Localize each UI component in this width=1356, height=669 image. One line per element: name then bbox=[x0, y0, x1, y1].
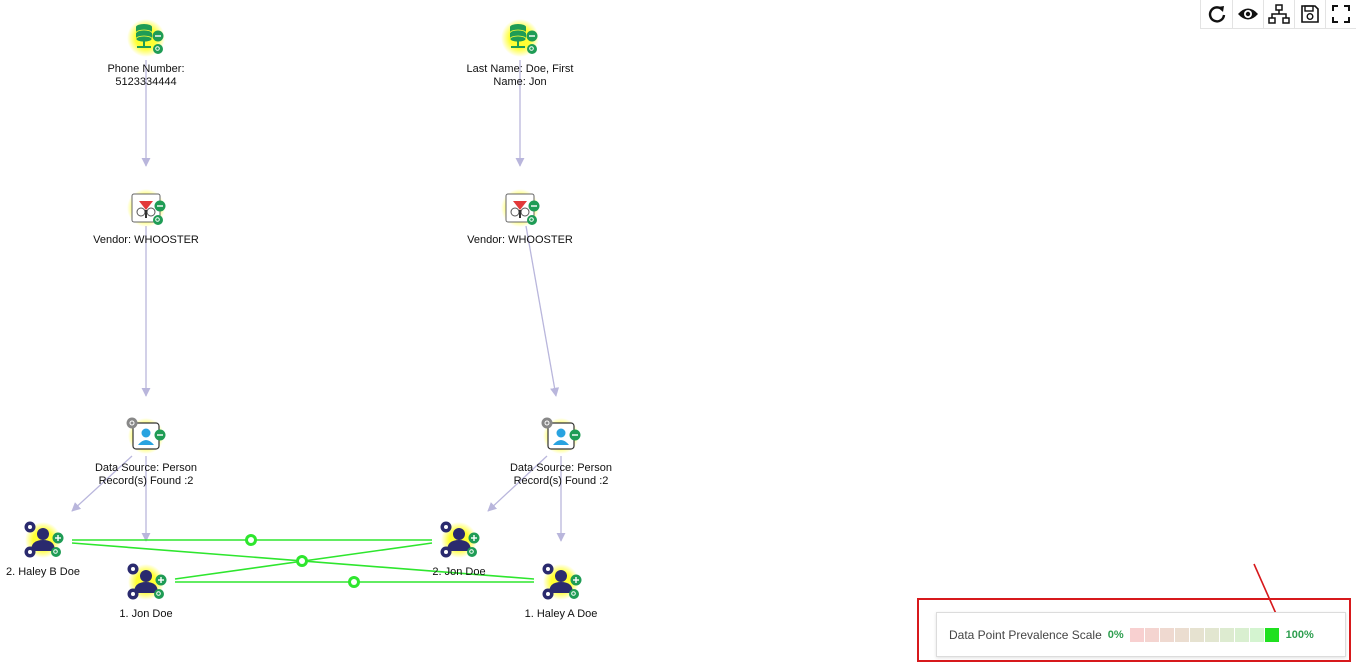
match-star-icon[interactable] bbox=[348, 576, 360, 588]
node-label-phone: Phone Number: 5123334444 bbox=[107, 63, 185, 88]
star-badge-icon[interactable] bbox=[24, 521, 36, 533]
collapse-badge-icon[interactable] bbox=[154, 200, 166, 212]
scale-cell bbox=[1174, 627, 1189, 642]
legend-min-label: 0% bbox=[1107, 628, 1124, 641]
search-badge-icon[interactable] bbox=[569, 589, 579, 599]
database-icon bbox=[135, 24, 153, 48]
collapse-badge-icon[interactable] bbox=[528, 200, 540, 212]
collapse-badge-icon[interactable] bbox=[569, 429, 581, 441]
scale-cell bbox=[1159, 627, 1174, 642]
scale-cell bbox=[1204, 627, 1219, 642]
node-person-haley-a[interactable] bbox=[542, 563, 582, 601]
expand-badge-icon[interactable] bbox=[468, 532, 480, 544]
scale-cell bbox=[1234, 627, 1249, 642]
refresh-button[interactable] bbox=[1201, 0, 1232, 28]
collapse-badge-icon[interactable] bbox=[526, 30, 538, 42]
hierarchy-icon bbox=[1268, 4, 1290, 24]
edge-datasource-jon-right bbox=[487, 455, 548, 512]
node-label-datasource-right: Data Source: Person Record(s) Found :2 bbox=[509, 462, 613, 487]
node-label-jon-left: 1. Jon Doe bbox=[119, 608, 173, 620]
expand-badge-icon[interactable] bbox=[155, 574, 167, 586]
edge-vendor-datasource-right bbox=[525, 225, 560, 397]
scale-cell bbox=[1189, 627, 1204, 642]
search-badge-icon[interactable] bbox=[154, 589, 164, 599]
search-badge-icon[interactable] bbox=[51, 547, 61, 557]
refresh-icon bbox=[1208, 6, 1225, 23]
node-datasource-left[interactable] bbox=[126, 417, 166, 455]
legend-title: Data Point Prevalence Scale bbox=[949, 627, 1102, 642]
save-icon bbox=[1301, 5, 1319, 23]
node-datasource-right[interactable] bbox=[541, 417, 581, 455]
node-label-datasource-left: Data Source: Person Record(s) Found :2 bbox=[94, 462, 198, 487]
node-name-query[interactable] bbox=[501, 19, 539, 57]
expand-badge-icon[interactable] bbox=[570, 574, 582, 586]
node-person-jon-left[interactable] bbox=[127, 563, 167, 601]
match-star-icon[interactable] bbox=[245, 534, 257, 546]
match-edges bbox=[71, 534, 535, 588]
prevalence-scale bbox=[1129, 627, 1280, 642]
link-badge-icon[interactable] bbox=[126, 417, 138, 429]
node-person-jon-right[interactable] bbox=[440, 521, 480, 559]
node-vendor-right[interactable] bbox=[501, 189, 540, 227]
person-icon bbox=[447, 528, 471, 551]
layout-button[interactable] bbox=[1263, 0, 1294, 28]
fullscreen-button[interactable] bbox=[1325, 0, 1356, 28]
legend-highlight-box bbox=[917, 598, 1351, 662]
database-icon bbox=[509, 24, 527, 48]
scale-cell bbox=[1129, 627, 1144, 642]
star-badge-icon[interactable] bbox=[24, 546, 36, 558]
collapse-badge-icon[interactable] bbox=[152, 30, 164, 42]
search-badge-icon[interactable] bbox=[153, 215, 163, 225]
person-icon bbox=[134, 570, 158, 593]
scale-cell bbox=[1219, 627, 1234, 642]
search-badge-icon[interactable] bbox=[527, 44, 537, 54]
expand-badge-icon[interactable] bbox=[52, 532, 64, 544]
person-icon bbox=[31, 528, 55, 551]
prevalence-legend: Data Point Prevalence Scale 0% 100% bbox=[936, 612, 1346, 657]
scale-cell-selected bbox=[1264, 627, 1279, 642]
node-label-vendor-left: Vendor: WHOOSTER bbox=[93, 234, 199, 246]
node-label-jon-right: 2. Jon Doe bbox=[432, 566, 486, 578]
save-button[interactable] bbox=[1294, 0, 1325, 28]
search-badge-icon[interactable] bbox=[527, 215, 537, 225]
person-icon bbox=[549, 570, 573, 593]
star-badge-icon[interactable] bbox=[127, 563, 139, 575]
node-vendor-left[interactable] bbox=[127, 189, 166, 227]
view-button[interactable] bbox=[1232, 0, 1263, 28]
match-star-icon[interactable] bbox=[296, 555, 308, 567]
scale-cell bbox=[1249, 627, 1264, 642]
star-badge-icon[interactable] bbox=[542, 563, 554, 575]
eye-icon bbox=[1238, 8, 1258, 20]
star-badge-icon[interactable] bbox=[542, 588, 554, 600]
scale-cell bbox=[1144, 627, 1159, 642]
link-badge-icon[interactable] bbox=[541, 417, 553, 429]
star-badge-icon[interactable] bbox=[440, 521, 452, 533]
edge-datasource-haley-b bbox=[71, 455, 133, 512]
person-record-icon bbox=[132, 422, 160, 450]
collapse-badge-icon[interactable] bbox=[154, 429, 166, 441]
edges bbox=[71, 60, 566, 542]
node-label-haley-a: 1. Haley A Doe bbox=[524, 608, 598, 620]
node-person-haley-b[interactable] bbox=[24, 521, 64, 559]
graph-toolbar bbox=[1200, 0, 1356, 29]
node-label-vendor-right: Vendor: WHOOSTER bbox=[467, 234, 573, 246]
node-label-haley-b: 2. Haley B Doe bbox=[6, 566, 80, 578]
node-label-name-query: Last Name: Doe, First Name: Jon bbox=[466, 63, 574, 88]
node-phone-query[interactable] bbox=[127, 19, 165, 57]
fullscreen-icon bbox=[1332, 5, 1350, 23]
star-badge-icon[interactable] bbox=[440, 546, 452, 558]
search-badge-icon[interactable] bbox=[467, 547, 477, 557]
vendor-logo-icon bbox=[131, 193, 161, 223]
star-badge-icon[interactable] bbox=[127, 588, 139, 600]
search-badge-icon[interactable] bbox=[153, 44, 163, 54]
legend-max-label: 100% bbox=[1285, 628, 1314, 641]
